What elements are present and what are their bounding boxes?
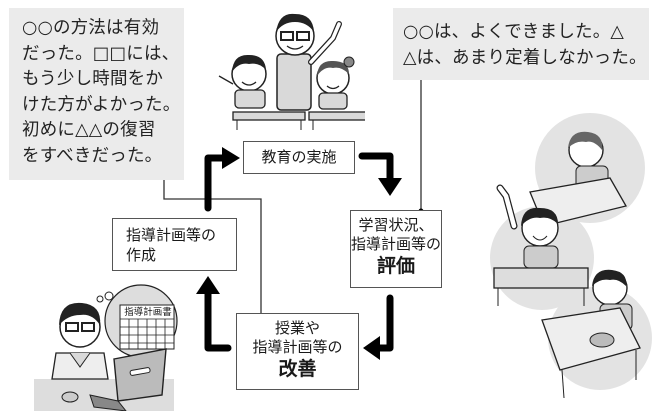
bubble-line: ○○の方法は有効	[22, 18, 160, 38]
step-improvement: 授業や 指導計画等の 改善	[236, 313, 359, 390]
step-label: 指導計画等の	[126, 226, 217, 244]
bubble-line: もう少し時間をか	[22, 69, 164, 89]
step-implementation: 教育の実施	[243, 141, 355, 174]
arrow-evaluate-to-improve	[374, 294, 394, 352]
step-label: 授業や	[274, 319, 320, 337]
step-label: 学習状況、	[358, 216, 434, 234]
arrow-plan-to-implement	[204, 154, 228, 212]
arrowhead-right	[222, 147, 240, 169]
evaluation-comment-bubble: ○○は、よくできました。△ △は、あまり定着しなかった。	[393, 8, 649, 80]
arrowhead-down	[378, 178, 402, 196]
step-label: 作成	[126, 246, 157, 264]
step-label: 教育の実施	[261, 148, 337, 166]
planning-document-label: 指導計画書	[124, 307, 172, 318]
arrow-improve-to-plan	[204, 288, 232, 352]
bubble-line: をすべきだった。	[22, 145, 163, 166]
step-emphasis: 評価	[376, 255, 415, 277]
step-evaluation: 学習状況、 指導計画等の 評価	[350, 210, 442, 288]
students-studying-illustration	[490, 113, 652, 399]
teacher-at-laptop-illustration: 指導計画書	[30, 283, 178, 411]
step-label: 指導計画等の	[252, 338, 343, 356]
teacher-reflection-bubble: ○○の方法は有効 だった。□□には、 もう少し時間をか けた方がよかった。 初め…	[9, 8, 184, 180]
arrowhead-left	[363, 336, 380, 360]
teacher-and-students-illustration	[218, 13, 365, 130]
connector-left-bubble-to-improve	[163, 180, 262, 322]
step-emphasis: 改善	[278, 358, 317, 380]
bubble-line: だった。□□には、	[22, 43, 180, 64]
step-planning: 指導計画等の 作成	[112, 218, 237, 271]
bubble-line: △は、あまり定着しなかった。	[403, 47, 647, 68]
arrowhead-up	[196, 276, 220, 294]
bubble-line: ○○は、よくできました。△	[403, 22, 625, 42]
step-label: 指導計画等の	[351, 235, 442, 253]
arrow-implement-to-evaluate	[358, 152, 394, 184]
bubble-line: 初めに△△の復習	[22, 120, 156, 140]
bubble-line: けた方がよかった。	[22, 94, 181, 115]
teacher-laptop-drawing	[34, 284, 178, 411]
